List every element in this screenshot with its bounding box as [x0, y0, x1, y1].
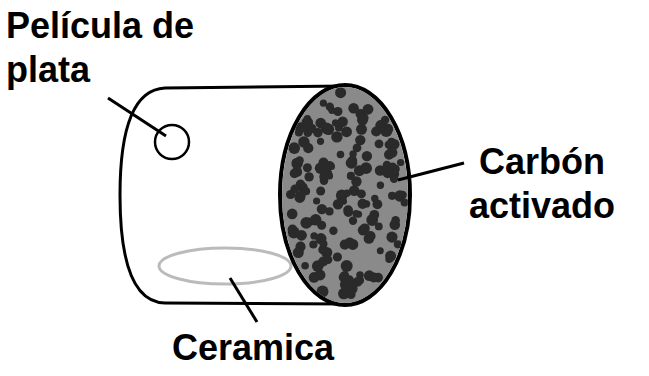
carbon-grain [303, 143, 313, 153]
carbon-grain [401, 199, 409, 207]
carbon-grain [313, 197, 320, 204]
carbon-grain [340, 240, 350, 250]
carbon-grain [373, 199, 383, 209]
carbon-grain [375, 139, 384, 148]
carbon-grain [317, 138, 324, 145]
carbon-grain [358, 199, 368, 209]
carbon-grain [307, 218, 315, 226]
carbon-grain [346, 157, 358, 169]
carbon-grain [339, 272, 349, 282]
leader-line [398, 163, 464, 180]
carbon-grain [301, 262, 309, 270]
carbon-grain [338, 288, 349, 299]
carbon-grain [293, 247, 304, 258]
carbon-grain [310, 232, 317, 239]
carbon-grain [290, 185, 299, 194]
carbon-grain [309, 240, 317, 248]
carbon-grain [288, 225, 298, 235]
leader-line [108, 98, 166, 136]
carbon-grain [377, 182, 384, 189]
carbon-grain [356, 124, 367, 135]
silver-film [155, 125, 189, 159]
carbon-grain [365, 231, 375, 241]
carbon-grain [347, 172, 355, 180]
carbon-grain [335, 87, 346, 98]
carbon-grain [303, 163, 312, 172]
carbon-face [282, 87, 408, 303]
carbon-grain [383, 161, 392, 170]
carbon-grain [287, 209, 298, 220]
carbon-grain [349, 217, 357, 225]
carbon-grain [317, 221, 326, 230]
part-label: Ceramica [172, 326, 342, 370]
carbon-grain [326, 103, 334, 111]
carbon-grain [355, 135, 365, 145]
carbon-grain [397, 159, 404, 166]
carbon-grain [320, 240, 328, 248]
carbon-grain [388, 138, 396, 146]
carbon-grain [290, 169, 300, 179]
carbon-grain [390, 175, 398, 183]
carbon-grain [324, 256, 332, 264]
carbon-grain [316, 187, 325, 196]
carbon-grain [349, 150, 356, 157]
end-rim [280, 85, 410, 305]
ceramic-mark [159, 248, 291, 284]
carbon-grain [295, 192, 306, 203]
leader-line [230, 278, 257, 322]
carbon-grain [321, 123, 332, 134]
carbon-grain [391, 216, 400, 225]
carbon-grain [369, 272, 379, 282]
carbon-grain [289, 142, 301, 154]
carbon-grain [377, 120, 385, 128]
carbon-grain [319, 158, 329, 168]
carbon-grains [286, 87, 409, 299]
carbon-grain [295, 156, 303, 164]
carbon-grain [387, 147, 398, 158]
carbon-grain [361, 165, 369, 173]
carbon-grain [333, 252, 342, 261]
carbon-grain [366, 214, 378, 226]
carbon-grain [348, 103, 359, 114]
carbon-grain [295, 122, 306, 133]
carbon-grain [352, 210, 359, 217]
carbon-grain [337, 151, 345, 159]
carbon-grain [341, 126, 352, 137]
carbon-grain [357, 113, 368, 124]
carbon-grain [329, 227, 337, 235]
carbon-grain [319, 173, 327, 181]
carbon-grain [333, 107, 342, 116]
carbon-grain [333, 199, 343, 209]
carbon-grain [343, 189, 351, 197]
carbon-grain [341, 260, 353, 272]
carbon-grain [304, 172, 313, 181]
carbon-grain [328, 163, 335, 170]
carbon-grain [385, 251, 396, 262]
carbon-grain [309, 272, 320, 283]
carbon-grain [357, 189, 366, 198]
carbon-grain [356, 276, 364, 284]
carbon-grain [331, 131, 342, 142]
carbon-grain [377, 247, 384, 254]
carbon-grain [317, 204, 327, 214]
part-label: Película de plata [6, 4, 216, 92]
carbon-grain [386, 232, 397, 243]
carbon-grain [317, 286, 329, 298]
carbon-grain [362, 151, 372, 161]
carbon-grain [343, 205, 353, 215]
carbon-grain [325, 207, 333, 215]
part-label: Carbón activado [452, 140, 632, 228]
